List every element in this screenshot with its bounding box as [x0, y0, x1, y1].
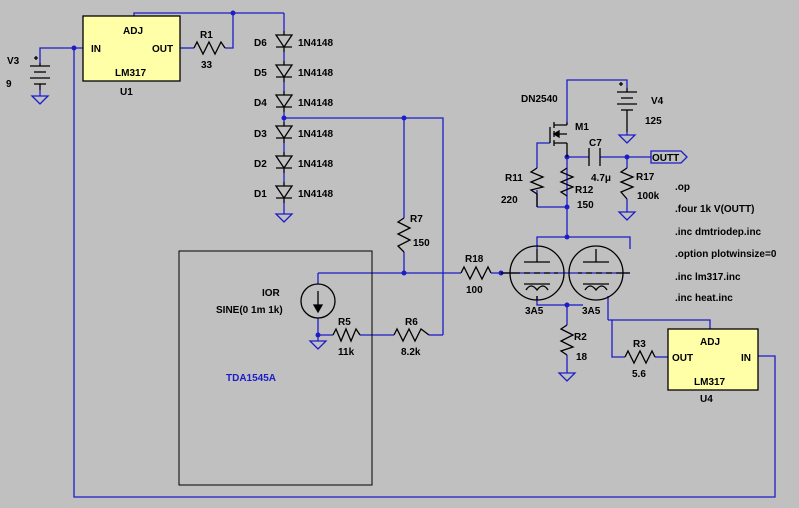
u1-adj-pin-label: ADJ: [123, 26, 143, 37]
r1-value-label: 33: [201, 60, 213, 71]
diode-d2[interactable]: D2 1N4148: [254, 152, 333, 173]
tube-left[interactable]: 3A5: [501, 245, 565, 317]
r1-ref-label: R1: [200, 30, 213, 41]
r3-ref-label: R3: [633, 339, 646, 350]
diode-ref-label: D4: [254, 98, 267, 109]
v4-value-label: 125: [645, 116, 662, 127]
resistor-r12[interactable]: R12 150: [559, 167, 594, 211]
v3-ref-label: V3: [7, 56, 20, 67]
tda1545a-block: TDA1545A: [178, 250, 373, 486]
u1-part-label: LM317: [115, 68, 147, 79]
r7-value-label: 150: [413, 238, 430, 249]
u1-ref-label: U1: [120, 87, 133, 98]
directive-inc-dmtriodep: .inc dmtriodep.inc: [675, 227, 762, 238]
r18-ref-label: R18: [465, 254, 484, 265]
resistor-r1[interactable]: R1 33: [193, 30, 226, 71]
diode-part-label: 1N4148: [298, 189, 333, 200]
voltage-source-v3[interactable]: V3 9: [6, 56, 50, 105]
block-label: TDA1545A: [226, 373, 276, 384]
wires: [39, 12, 776, 498]
resistor-r6[interactable]: R6 8.2k: [393, 317, 430, 358]
resistor-r3[interactable]: R3 5.6: [624, 339, 656, 380]
r5-value-label: 11k: [338, 347, 355, 358]
directive-inc-lm317: .inc lm317.inc: [675, 272, 741, 283]
r11-value-label: 220: [501, 195, 518, 206]
r2-ref-label: R2: [574, 332, 587, 343]
r17-ref-label: R17: [636, 172, 655, 183]
r12-ref-label: R12: [575, 185, 594, 196]
regulator-u1[interactable]: ADJ IN OUT LM317 U1: [82, 15, 181, 98]
r6-ref-label: R6: [405, 317, 418, 328]
diode-part-label: 1N4148: [298, 159, 333, 170]
u1-in-pin-label: IN: [91, 44, 101, 55]
u4-part-label: LM317: [694, 377, 726, 388]
diode-d4[interactable]: D4 1N4148: [254, 91, 333, 112]
regulator-u4[interactable]: ADJ OUT IN LM317 U4: [667, 328, 759, 405]
capacitor-c7[interactable]: C7 4.7μ: [588, 138, 611, 184]
diode-ref-label: D5: [254, 68, 267, 79]
directive-option-plotwinsize: .option plotwinsize=0: [675, 249, 777, 260]
u4-adj-pin-label: ADJ: [700, 337, 720, 348]
resistor-r11[interactable]: R11 220: [501, 167, 546, 207]
diode-part-label: 1N4148: [298, 98, 333, 109]
r12-value-label: 150: [577, 200, 594, 211]
tube-right[interactable]: 3A5: [568, 245, 630, 317]
m1-ref-label: M1: [575, 122, 589, 133]
diode-d3[interactable]: D3 1N4148: [254, 122, 333, 143]
ior-value-label: SINE(0 1m 1k): [216, 305, 283, 316]
c7-value-label: 4.7μ: [591, 173, 611, 184]
r7-ref-label: R7: [410, 214, 423, 225]
voltage-source-v4[interactable]: V4 125: [617, 82, 664, 144]
diode-d1[interactable]: D1 1N4148: [254, 182, 333, 203]
u4-in-pin-label: IN: [741, 353, 751, 364]
mosfet-m1[interactable]: DN2540 M1: [521, 94, 589, 157]
spice-directives: .op .four 1k V(OUTT) .inc dmtriodep.inc …: [675, 182, 777, 304]
diode-d6[interactable]: D6 1N4148: [254, 31, 333, 52]
directive-op: .op: [675, 182, 690, 193]
resistor-r5[interactable]: R5 11k: [332, 317, 361, 358]
u4-ref-label: U4: [700, 394, 713, 405]
diode-ref-label: D6: [254, 38, 267, 49]
diode-part-label: 1N4148: [298, 38, 333, 49]
r11-ref-label: R11: [505, 173, 523, 184]
r18-value-label: 100: [466, 285, 483, 296]
r3-value-label: 5.6: [632, 369, 646, 380]
r6-value-label: 8.2k: [401, 347, 421, 358]
diode-d5[interactable]: D5 1N4148: [254, 61, 333, 82]
r5-ref-label: R5: [338, 317, 351, 328]
r17-value-label: 100k: [637, 191, 660, 202]
outt-flag-label: OUTT: [652, 153, 679, 164]
v3-value-label: 9: [6, 79, 12, 90]
r2-value-label: 18: [576, 352, 588, 363]
resistor-r7[interactable]: R7 150: [396, 214, 430, 253]
v4-ref-label: V4: [651, 96, 664, 107]
c7-ref-label: C7: [589, 138, 602, 149]
directive-four: .four 1k V(OUTT): [675, 204, 754, 215]
m1-part-label: DN2540: [521, 94, 558, 105]
current-source-ior[interactable]: IOR SINE(0 1m 1k): [216, 283, 336, 350]
tube-right-label: 3A5: [582, 306, 601, 317]
directive-inc-heat: .inc heat.inc: [675, 293, 733, 304]
diode-ref-label: D1: [254, 189, 267, 200]
diode-part-label: 1N4148: [298, 129, 333, 140]
diode-ref-label: D3: [254, 129, 267, 140]
resistor-r2[interactable]: R2 18: [557, 324, 588, 382]
ior-ref-label: IOR: [262, 288, 281, 299]
u1-out-pin-label: OUT: [152, 44, 173, 55]
resistor-r17[interactable]: R17 100k: [617, 167, 660, 221]
resistor-r18[interactable]: R18 100: [460, 254, 492, 296]
diode-ref-label: D2: [254, 159, 267, 170]
diode-part-label: 1N4148: [298, 68, 333, 79]
net-flag-outt[interactable]: OUTT: [650, 150, 688, 164]
tube-left-label: 3A5: [525, 306, 544, 317]
u4-out-pin-label: OUT: [672, 353, 693, 364]
